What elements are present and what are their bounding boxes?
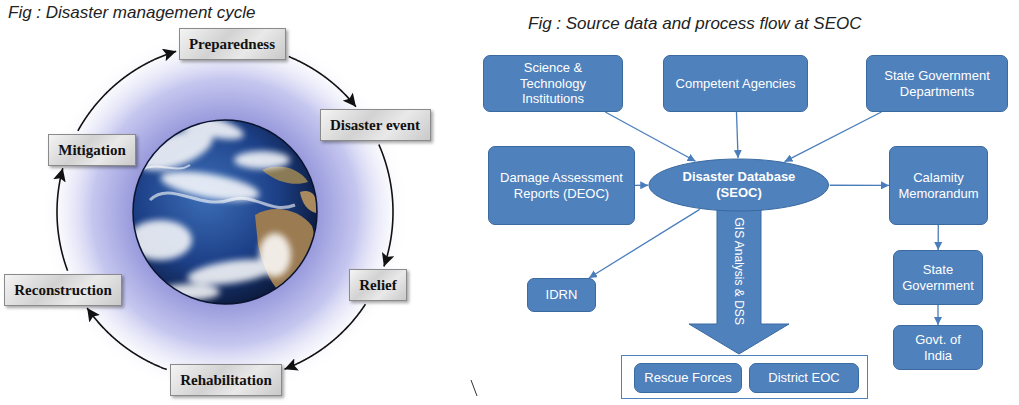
cycle-stage: Reconstruction (4, 274, 122, 306)
flow-arrow (635, 185, 648, 186)
source-box: Damage Assessment Reports (DEOC) (488, 146, 635, 225)
group-frame: Rescue Forces District EOC (621, 355, 868, 399)
land (255, 209, 314, 297)
cycle-arrow (284, 304, 365, 369)
box-label: Science & Technology Institutions (490, 60, 616, 107)
box-label: Competent Agencies (676, 76, 796, 92)
globe-rim (133, 120, 317, 304)
flow-arrow (785, 112, 882, 162)
edge-label: GIS Analysis & DSS (732, 216, 746, 327)
process-box: State Government (893, 250, 983, 305)
box-label: Disaster Database (SEOC) (669, 169, 809, 200)
source-box: State Government Departments (866, 55, 1008, 112)
cycle-stage: Relief (349, 269, 407, 301)
stray-mark (471, 380, 477, 396)
process-box: Rescue Forces (634, 363, 742, 393)
cycle-arrow (379, 144, 393, 266)
source-box: Competent Agencies (663, 55, 808, 112)
cycle-stage: Rehabilitation (170, 364, 282, 396)
process-box: Calamity Memorandum (889, 146, 988, 225)
block-arrow (689, 204, 789, 354)
flow-arrow (937, 305, 938, 325)
cycle-arrow (87, 308, 167, 370)
box-label: Disaster event (330, 116, 420, 134)
box-label: Preparedness (189, 35, 275, 53)
ellipse-outline (649, 159, 828, 211)
box-label: Relief (359, 276, 396, 294)
box-label: State Government (900, 262, 976, 293)
figure-title: Fig : Source data and process flow at SE… (528, 14, 862, 34)
box-label: State Government Departments (873, 68, 1001, 99)
box-label: District EOC (768, 370, 840, 386)
process-box: Govt. of India (893, 325, 983, 370)
box-label: Mitigation (58, 141, 126, 159)
box-label: IDRN (546, 287, 578, 303)
flow-arrow (736, 112, 738, 158)
flow-arrow (830, 185, 889, 186)
globe-surface (128, 105, 317, 300)
cycle-arrow (57, 168, 68, 270)
cycle-arrow (289, 57, 356, 107)
cloud-swirl (140, 165, 190, 170)
process-box: District EOC (749, 363, 859, 393)
globe-halo (40, 27, 410, 397)
figure-title: Fig : Disaster management cycle (8, 3, 256, 23)
box-label: Reconstruction (14, 281, 112, 299)
box-label: Damage Assessment Reports (DEOC) (495, 170, 628, 201)
database-ellipse: Disaster Database (SEOC) (648, 158, 829, 212)
box-label: Calamity Memorandum (896, 170, 981, 201)
process-box: IDRN (527, 278, 596, 312)
cycle-stage: Disaster event (320, 109, 431, 141)
box-label: Rehabilitation (180, 371, 272, 389)
cycle-stage: Preparedness (179, 28, 286, 60)
land (262, 166, 308, 183)
cloud-swirl (150, 193, 295, 208)
source-box: Science & Technology Institutions (483, 55, 623, 112)
box-label: Rescue Forces (644, 370, 731, 386)
box-label: Govt. of India (900, 332, 976, 363)
cycle-stage: Mitigation (48, 134, 136, 166)
cycle-arrow (78, 51, 176, 131)
flow-arrow (937, 225, 938, 250)
